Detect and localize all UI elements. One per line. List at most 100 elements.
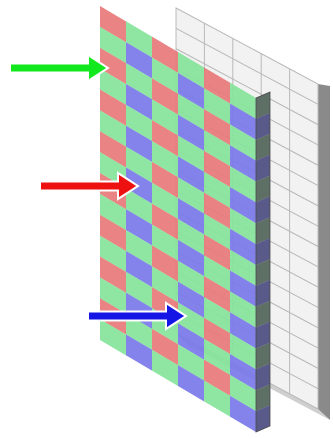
filter-cell xyxy=(100,47,126,84)
filter-cell xyxy=(204,171,230,208)
filter-cell xyxy=(230,395,256,432)
filter-cell xyxy=(152,266,178,303)
filter-cell xyxy=(152,99,178,136)
filter-cell xyxy=(100,277,126,314)
filter-cell xyxy=(204,150,230,188)
filter-cell xyxy=(204,67,230,104)
filter-cell xyxy=(100,68,126,105)
filter-side-edge xyxy=(256,259,270,286)
filter-cell xyxy=(204,192,230,229)
filter-cell xyxy=(126,250,152,288)
arrow-right-icon xyxy=(39,171,140,201)
filter-cell xyxy=(126,209,152,246)
filter-side-edge xyxy=(256,175,270,203)
filter-cell xyxy=(204,129,230,167)
filter-cell xyxy=(204,109,230,146)
filter-cell xyxy=(152,245,178,282)
filter-cell xyxy=(152,141,178,178)
filter-side-edge xyxy=(256,238,270,265)
filter-cell xyxy=(230,207,256,245)
filter-cell xyxy=(152,224,178,261)
filter-cell xyxy=(100,193,126,231)
filter-cell xyxy=(126,63,152,100)
filter-side-edge xyxy=(256,342,270,370)
filter-cell xyxy=(152,182,178,219)
filter-side-edge xyxy=(256,363,270,391)
filter-side-edge xyxy=(256,405,270,432)
filter-cell xyxy=(100,214,126,251)
filter-cell xyxy=(230,166,256,203)
filter-cell xyxy=(126,104,152,142)
filter-cell xyxy=(178,219,204,256)
filter-cell xyxy=(230,374,256,412)
filter-cell xyxy=(126,21,152,58)
filter-cell xyxy=(152,36,178,73)
filter-cell xyxy=(178,323,204,360)
filter-cell xyxy=(100,89,126,126)
filter-cell xyxy=(204,213,230,250)
filter-cell xyxy=(204,380,230,417)
filter-cell xyxy=(230,187,256,224)
filter-cell xyxy=(126,334,152,371)
filter-cell xyxy=(204,338,230,375)
filter-cell xyxy=(204,276,230,313)
filter-cell xyxy=(152,349,178,386)
sensor-side-edge xyxy=(318,84,330,420)
filter-cell xyxy=(230,228,256,265)
filter-cell xyxy=(178,72,204,110)
filter-cell xyxy=(100,26,126,64)
filter-cell xyxy=(178,239,204,277)
filter-cell xyxy=(178,198,204,235)
filter-cell xyxy=(178,93,204,130)
green-arrow-icon xyxy=(9,53,110,83)
filter-cell xyxy=(178,52,204,89)
filter-cell xyxy=(126,188,152,225)
filter-cell xyxy=(230,82,256,119)
filter-side-edge xyxy=(256,300,270,328)
filter-cell xyxy=(204,88,230,125)
filter-cell xyxy=(230,354,256,391)
filter-side-edge xyxy=(256,154,270,182)
filter-cell xyxy=(126,271,152,309)
filter-cell xyxy=(204,317,230,355)
filter-cell xyxy=(178,344,204,381)
filter-cell xyxy=(152,328,178,366)
filter-cell xyxy=(100,319,126,356)
filter-side-edge xyxy=(256,196,270,224)
filter-cell xyxy=(204,234,230,271)
filter-cell xyxy=(178,177,204,214)
filter-cell xyxy=(204,255,230,292)
filter-cell xyxy=(178,135,204,172)
sensor-grid-line xyxy=(175,27,319,105)
color-filter-array xyxy=(100,6,271,433)
filter-cell xyxy=(100,110,126,147)
filter-cell xyxy=(178,114,204,151)
filter-cell xyxy=(152,78,178,115)
filter-cell xyxy=(152,161,178,199)
filter-cell xyxy=(100,235,126,272)
filter-cell xyxy=(230,312,256,349)
arrow-right-icon xyxy=(87,301,188,331)
light-arrows xyxy=(9,53,188,331)
filter-cell xyxy=(100,6,126,43)
filter-side-edge xyxy=(256,92,270,119)
blue-arrow-icon xyxy=(87,301,188,331)
filter-cell xyxy=(126,313,152,350)
filter-side-edge xyxy=(256,279,270,307)
filter-cell xyxy=(178,260,204,297)
filter-side-edge xyxy=(256,217,270,245)
filter-side-edge xyxy=(256,133,270,161)
filter-cell xyxy=(178,302,204,339)
filter-cell xyxy=(126,146,152,183)
filter-cell xyxy=(230,145,256,182)
filter-cell xyxy=(126,230,152,267)
filter-side-outline xyxy=(255,91,271,433)
filter-cell xyxy=(152,120,178,157)
filter-side-edge xyxy=(256,384,270,412)
filter-cell xyxy=(178,156,204,193)
filter-cell xyxy=(126,83,152,121)
filter-cell xyxy=(152,203,178,240)
filter-cell xyxy=(204,296,230,334)
